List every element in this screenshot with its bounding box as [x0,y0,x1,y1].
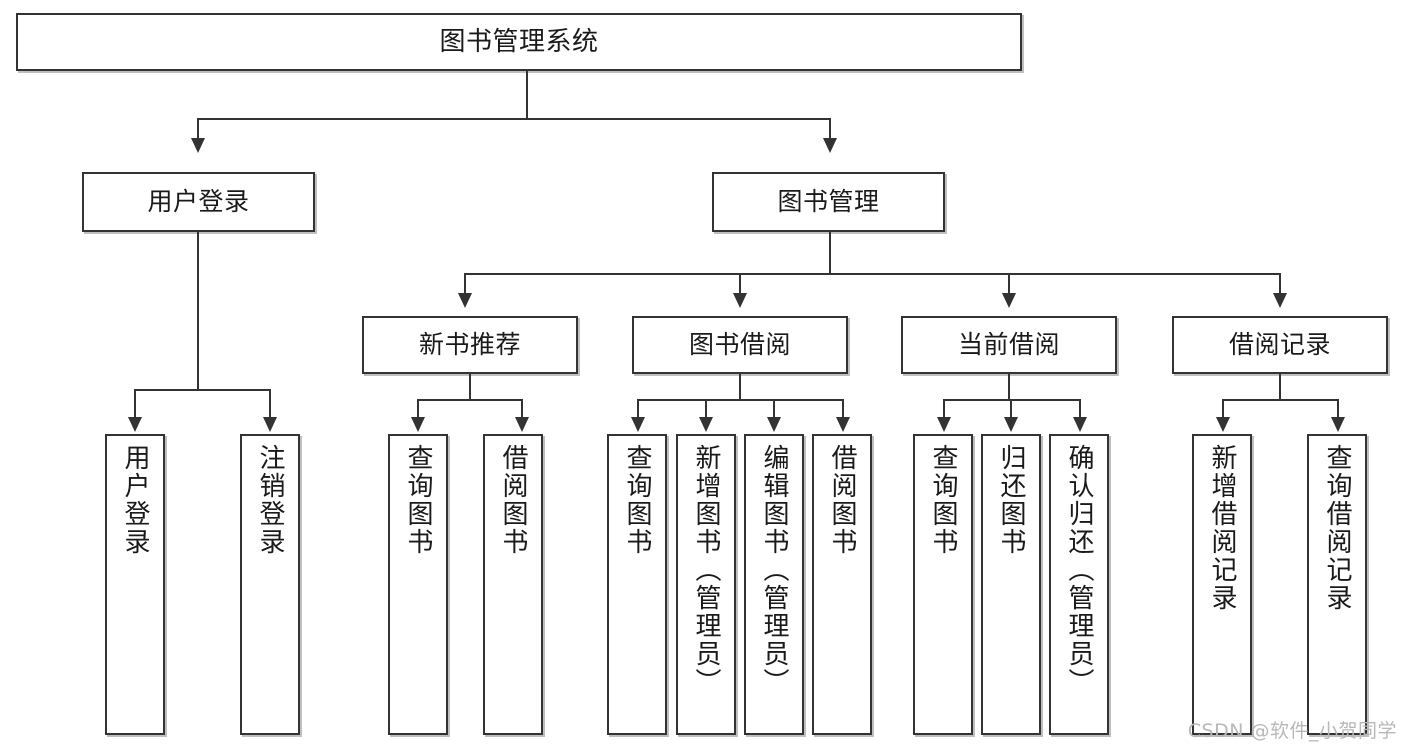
node-book-borrow[interactable]: 图书借阅 [632,316,848,374]
node-label: 借阅记录 [1228,330,1331,360]
node-label: 注销登录 [255,444,285,556]
leaf-bb-borrow-book[interactable]: 借阅图书 [812,434,872,735]
connector-cb-leaf2 [1010,399,1012,419]
connector-new-book-bus [417,399,522,401]
node-label: 查询图书 [622,444,652,556]
connector-book-management-down [829,232,831,274]
node-label: 借阅图书 [498,444,528,556]
connector-to-current-borrow [1008,273,1010,295]
leaf-user-login[interactable]: 用户登录 [105,434,165,735]
arrowhead-cb-leaf2 [1004,417,1018,432]
node-label: 当前借阅 [957,330,1060,360]
node-label: 新增图书（管理员） [691,444,721,696]
connector-borrow-record-bus [1222,399,1338,401]
leaf-logout[interactable]: 注销登录 [240,434,300,735]
node-book-management[interactable]: 图书管理 [712,172,945,232]
arrowhead-cb-leaf3 [1073,417,1087,432]
connector-to-user-login [197,118,199,140]
arrowhead-nb-leaf2 [515,417,529,432]
arrowhead-bb-leaf2 [699,417,713,432]
node-borrow-record[interactable]: 借阅记录 [1172,316,1388,374]
connector-new-book-down [469,374,471,400]
node-label: 查询图书 [403,444,433,556]
connector-book-borrow-down [739,374,741,400]
arrowhead-cb-leaf1 [937,417,951,432]
node-new-book-recommend[interactable]: 新书推荐 [362,316,578,374]
connector-user-login-leaf1 [134,389,136,419]
connector-to-new-book [464,273,466,295]
connector-cb-leaf1 [943,399,945,419]
node-root-book-management-system[interactable]: 图书管理系统 [16,13,1022,71]
arrowhead-borrow-record [1273,293,1287,308]
node-label: 查询借阅记录 [1322,444,1352,612]
node-label: 查询图书 [928,444,958,556]
node-label: 归还图书 [996,444,1026,556]
connector-bb-leaf2 [705,399,707,419]
node-current-borrow[interactable]: 当前借阅 [901,316,1117,374]
connector-current-borrow-down [1008,374,1010,400]
connector-user-login-leaf2 [269,389,271,419]
arrowhead-current-borrow [1002,293,1016,308]
connector-new-book-leaf2 [521,399,523,419]
arrowhead-new-book [458,293,472,308]
arrowhead-leaf-user-login [128,417,142,432]
connector-user-login-bus [134,389,270,391]
arrowhead-br-leaf2 [1331,417,1345,432]
connector-level3-bus [464,273,1280,275]
connector-bb-leaf3 [773,399,775,419]
leaf-cb-return-book[interactable]: 归还图书 [981,434,1041,735]
leaf-nb-borrow-book[interactable]: 借阅图书 [483,434,543,735]
node-user-login[interactable]: 用户登录 [82,172,315,232]
node-label: 图书管理系统 [439,26,599,57]
leaf-bb-query-book[interactable]: 查询图书 [607,434,667,735]
leaf-nb-query-book[interactable]: 查询图书 [388,434,448,735]
arrowhead-nb-leaf1 [411,417,425,432]
connector-to-book-borrow [739,273,741,295]
node-label: 编辑图书（管理员） [759,444,789,696]
connector-borrow-record-down [1279,374,1281,400]
arrowhead-bb-leaf3 [767,417,781,432]
arrowhead-leaf-logout [263,417,277,432]
leaf-bb-add-book-admin[interactable]: 新增图书（管理员） [676,434,736,735]
node-label: 用户登录 [120,444,150,556]
connector-book-borrow-bus [637,399,843,401]
node-label: 用户登录 [147,187,250,217]
arrowhead-user-login [191,138,205,153]
leaf-cb-query-book[interactable]: 查询图书 [913,434,973,735]
connector-br-leaf1 [1222,399,1224,419]
connector-user-login-down [197,232,199,390]
node-label: 图书管理 [777,187,880,217]
connector-new-book-leaf1 [417,399,419,419]
arrowhead-bb-leaf1 [631,417,645,432]
connector-root-down [526,71,528,119]
connector-bb-leaf4 [842,399,844,419]
arrowhead-bb-leaf4 [836,417,850,432]
arrowhead-book-management [823,138,837,153]
node-label: 图书借阅 [688,330,791,360]
connector-br-leaf2 [1337,399,1339,419]
connector-to-book-management [829,118,831,140]
arrowhead-book-borrow [733,293,747,308]
node-label: 确认归还（管理员） [1064,444,1094,696]
node-label: 新书推荐 [418,330,521,360]
leaf-br-query-record[interactable]: 查询借阅记录 [1307,434,1367,735]
node-label: 新增借阅记录 [1207,444,1237,612]
connector-to-borrow-record [1279,273,1281,295]
node-label: 借阅图书 [827,444,857,556]
connector-bb-leaf1 [637,399,639,419]
connector-cb-leaf3 [1079,399,1081,419]
leaf-br-add-record[interactable]: 新增借阅记录 [1192,434,1252,735]
connector-level2-bus [197,118,830,120]
leaf-cb-confirm-return-admin[interactable]: 确认归还（管理员） [1049,434,1109,735]
leaf-bb-edit-book-admin[interactable]: 编辑图书（管理员） [744,434,804,735]
arrowhead-br-leaf1 [1216,417,1230,432]
